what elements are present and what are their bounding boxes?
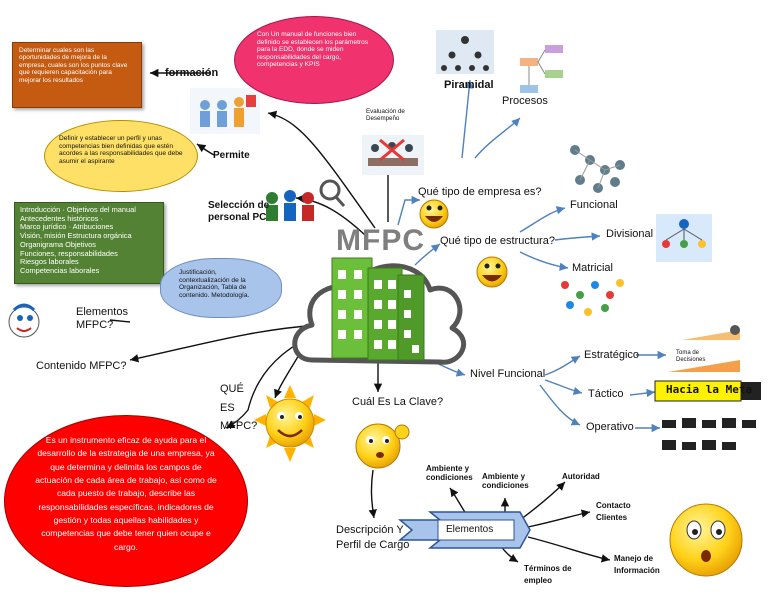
label-estrategico: Estratégico — [584, 349, 640, 361]
definition-text: Es un instrumento eficaz de ayuda para e… — [35, 435, 217, 552]
elementos-arrow-shape — [397, 511, 531, 549]
process-flow-icon — [520, 45, 563, 93]
grinning-smiley-icon-2 — [476, 256, 508, 288]
central-cloud-building — [292, 257, 467, 365]
label-formacion: formación — [165, 67, 219, 79]
label-permite: Permite — [213, 150, 250, 161]
label-elementos: Elementos — [446, 524, 494, 535]
content-item: Competencias laborales — [20, 266, 100, 276]
pyramid-org-icon — [436, 30, 494, 74]
sun-smiley-icon — [254, 385, 326, 462]
label-procesos: Procesos — [502, 95, 548, 107]
mascot-character-icon — [8, 303, 40, 338]
worried-smiley-icon — [669, 503, 743, 577]
evaluation-meeting-icon — [362, 135, 424, 175]
training-people-icon — [190, 88, 260, 134]
evaluation-note-bubble: Con Un manual de funciones bien definido… — [234, 16, 394, 104]
content-item: Funciones, responsabilidades — [20, 248, 118, 258]
label-seleccion: Selección de personal PC — [208, 200, 270, 223]
label-autoridad: Autoridad — [562, 472, 600, 481]
label-nivel-funcional: Nivel Funcional — [470, 368, 546, 380]
label-operativo: Operativo — [586, 421, 634, 433]
content-item: Introducción · Objetivos del manual — [20, 205, 136, 214]
content-list-note: Introducción · Objetivos del manual Ante… — [14, 202, 164, 284]
label-contacto-clientes: Contacto Clientes — [596, 501, 631, 522]
blue-connectors — [397, 79, 666, 433]
label-elementos-mfpc: Elementos MFPC? — [76, 306, 128, 331]
label-terminos-empleo: Términos de empleo — [524, 564, 572, 585]
training-note: Determinar cuales son las oportunidades … — [12, 42, 142, 108]
selection-note-text: Definir y establecer un perfil y unas co… — [59, 135, 183, 165]
content-item: Riesgos laborales — [20, 257, 79, 267]
label-ambiente-2: Ambiente y condiciones — [482, 472, 529, 491]
selection-note-bubble: Definir y establecer un perfil y unas co… — [44, 120, 198, 192]
label-funcional: Funcional — [570, 199, 618, 211]
label-contenido-mfpc: Contenido MFPC? — [36, 360, 127, 372]
thinking-smiley-icon — [355, 423, 410, 469]
label-matricial: Matricial — [572, 262, 613, 274]
elements-cloud-text: Justificación, contextualización de la O… — [179, 269, 250, 299]
selection-people-icon — [266, 179, 346, 221]
label-ambiente-1: Ambiente y condiciones — [426, 464, 473, 483]
goal-sign-icon — [654, 380, 761, 402]
evaluation-note-text: Con Un manual de funciones bien definido… — [257, 31, 369, 69]
content-item: Marco jurídico · Atribuciones — [20, 222, 114, 232]
label-toma-decisiones: Toma de Decisiones — [676, 350, 706, 363]
content-list: Introducción · Objetivos del manual Ante… — [20, 205, 158, 276]
definition-bubble: Es un instrumento eficaz de ayuda para e… — [4, 415, 248, 587]
content-item: Antecedentes históricos · — [20, 213, 103, 223]
training-note-text: Determinar cuales son las oportunidades … — [19, 47, 128, 84]
label-descripcion-perfil: Descripción Y Perfil de Cargo — [336, 524, 410, 551]
operative-workers-icon — [662, 418, 756, 450]
label-hacia-la-meta: Hacia la Meta — [666, 383, 753, 396]
central-title: MFPC — [336, 224, 425, 257]
label-tactico: Táctico — [588, 388, 624, 400]
label-cual-es-clave: Cuál Es La Clave? — [352, 396, 444, 408]
label-tipo-estructura: Qué tipo de estructura? — [440, 235, 555, 247]
divisional-org-icon — [656, 214, 712, 262]
functional-org-icon — [570, 145, 625, 193]
elements-cloud-note: Justificación, contextualización de la O… — [160, 258, 282, 318]
label-divisional: Divisional — [606, 228, 654, 240]
label-piramidal: Piramidal — [444, 79, 494, 91]
label-evaluacion: Evaluación de Desempeño — [366, 108, 405, 123]
decision-making-icon — [668, 325, 740, 372]
content-item: Visión, misión Estructura orgánica — [20, 231, 132, 241]
content-item: Organigrama Objetivos — [20, 239, 96, 249]
label-tipo-empresa: Qué tipo de empresa es? — [418, 186, 542, 198]
label-manejo-informacion: Manejo de Información — [614, 554, 660, 575]
label-que-es-mfpc: QUÉ ES MFPC? — [220, 383, 258, 433]
matrix-org-icon — [561, 279, 624, 316]
grinning-smiley-icon — [419, 199, 449, 229]
